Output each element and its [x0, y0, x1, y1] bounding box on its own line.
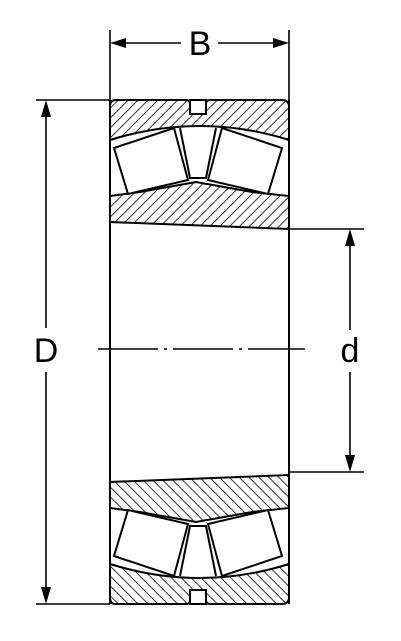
- arrow-up-icon: [345, 229, 355, 246]
- arrow-left-icon: [110, 38, 126, 48]
- arrow-down-icon: [41, 587, 51, 604]
- dimension-outer-diameter: D: [34, 99, 110, 605]
- arrow-right-icon: [273, 38, 289, 48]
- dimension-bore-diameter: d: [289, 228, 364, 473]
- roller-top-right: [206, 126, 284, 196]
- lubrication-groove: [189, 99, 207, 115]
- label-outer-diameter: D: [34, 332, 59, 370]
- bearing-top-section: [109, 99, 290, 231]
- inner-ring-top: [109, 180, 290, 231]
- roller-top-left: [112, 126, 190, 196]
- bearing-bottom-section: [109, 474, 290, 605]
- arrow-up-icon: [41, 100, 51, 117]
- arrow-down-icon: [345, 455, 355, 472]
- dimension-width: B: [109, 25, 290, 100]
- cage-top: [179, 127, 217, 179]
- label-bore-diameter: d: [341, 332, 360, 370]
- label-width: B: [189, 25, 212, 63]
